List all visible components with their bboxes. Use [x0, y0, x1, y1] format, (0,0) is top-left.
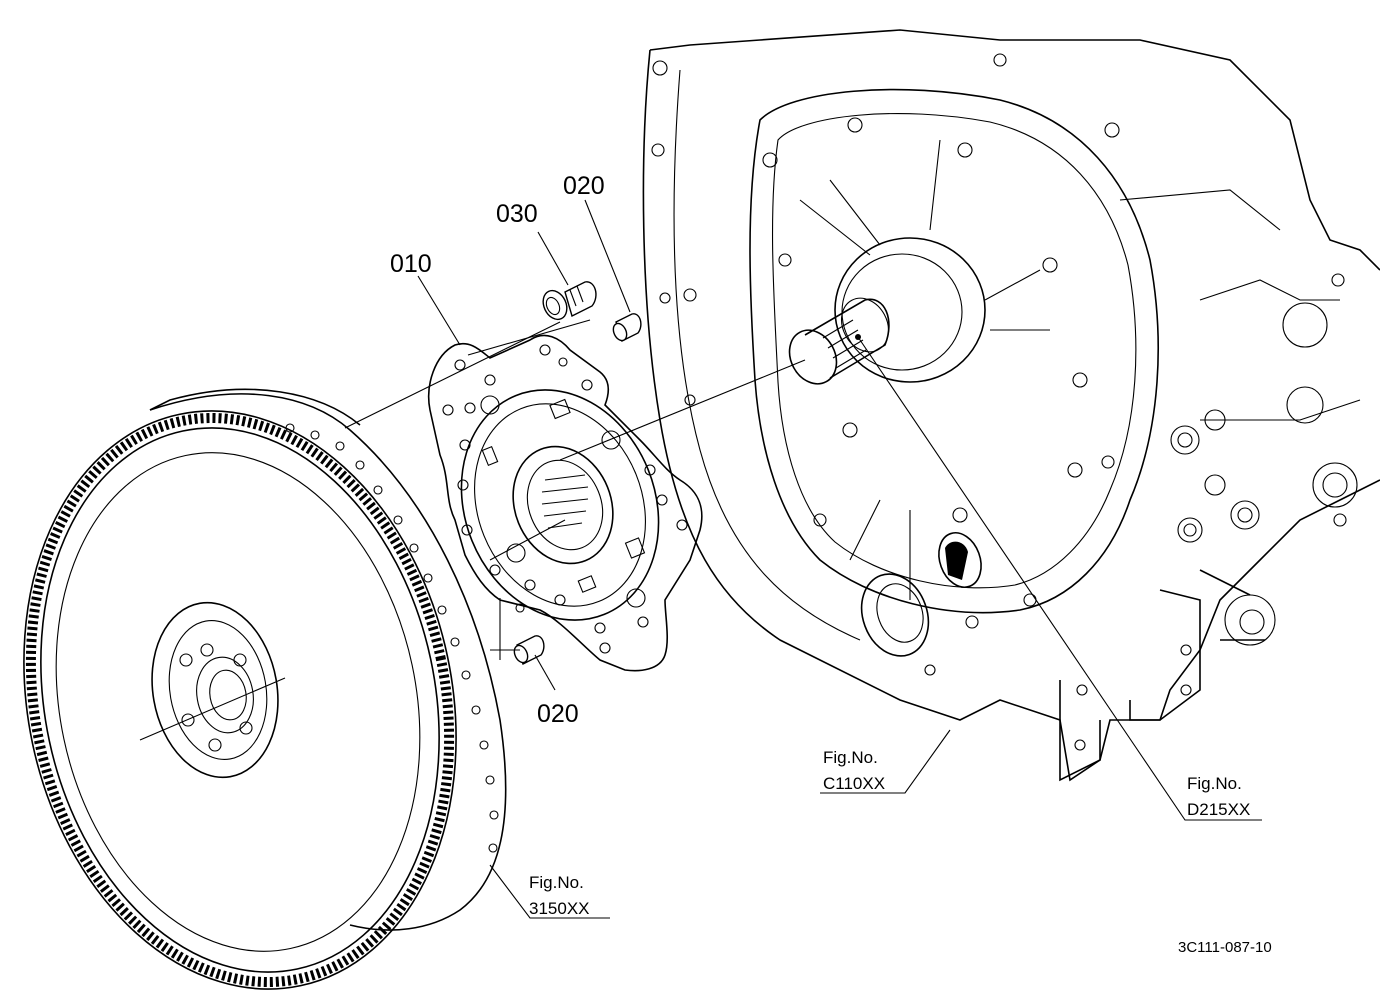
housing-bolt-holes	[651, 53, 1120, 523]
dowel-pin-lower	[513, 635, 545, 665]
figure-references: Fig.No. 3150XX Fig.No. C110XX Fig.No. D2…	[529, 748, 1250, 918]
ref-housing-line1: Fig.No.	[823, 748, 878, 767]
dowel-pin-upper	[612, 313, 642, 342]
flywheel	[23, 388, 507, 990]
ref-flywheel-line1: Fig.No.	[529, 873, 584, 892]
leader-lines	[417, 199, 1262, 919]
callout-labels: 010 020 030 020	[390, 172, 605, 728]
callout-020-upper: 020	[563, 172, 605, 200]
flywheel-rim-holes	[285, 423, 499, 853]
callout-030: 030	[496, 200, 538, 228]
ref-shaft-line2: D215XX	[1187, 800, 1250, 819]
drawing-code: 3C111-087-10	[1178, 939, 1272, 956]
alignment-lines	[344, 319, 806, 660]
damper-plate	[428, 334, 703, 672]
ref-housing-line2: C110XX	[823, 774, 885, 793]
flywheel-housing	[642, 29, 1380, 782]
callout-020-lower: 020	[537, 700, 579, 728]
ref-flywheel-line2: 3150XX	[529, 899, 590, 918]
bolt	[542, 281, 597, 321]
ref-shaft-line1: Fig.No.	[1187, 774, 1242, 793]
callout-010: 010	[390, 250, 432, 278]
damper-plate-holes	[442, 344, 688, 654]
